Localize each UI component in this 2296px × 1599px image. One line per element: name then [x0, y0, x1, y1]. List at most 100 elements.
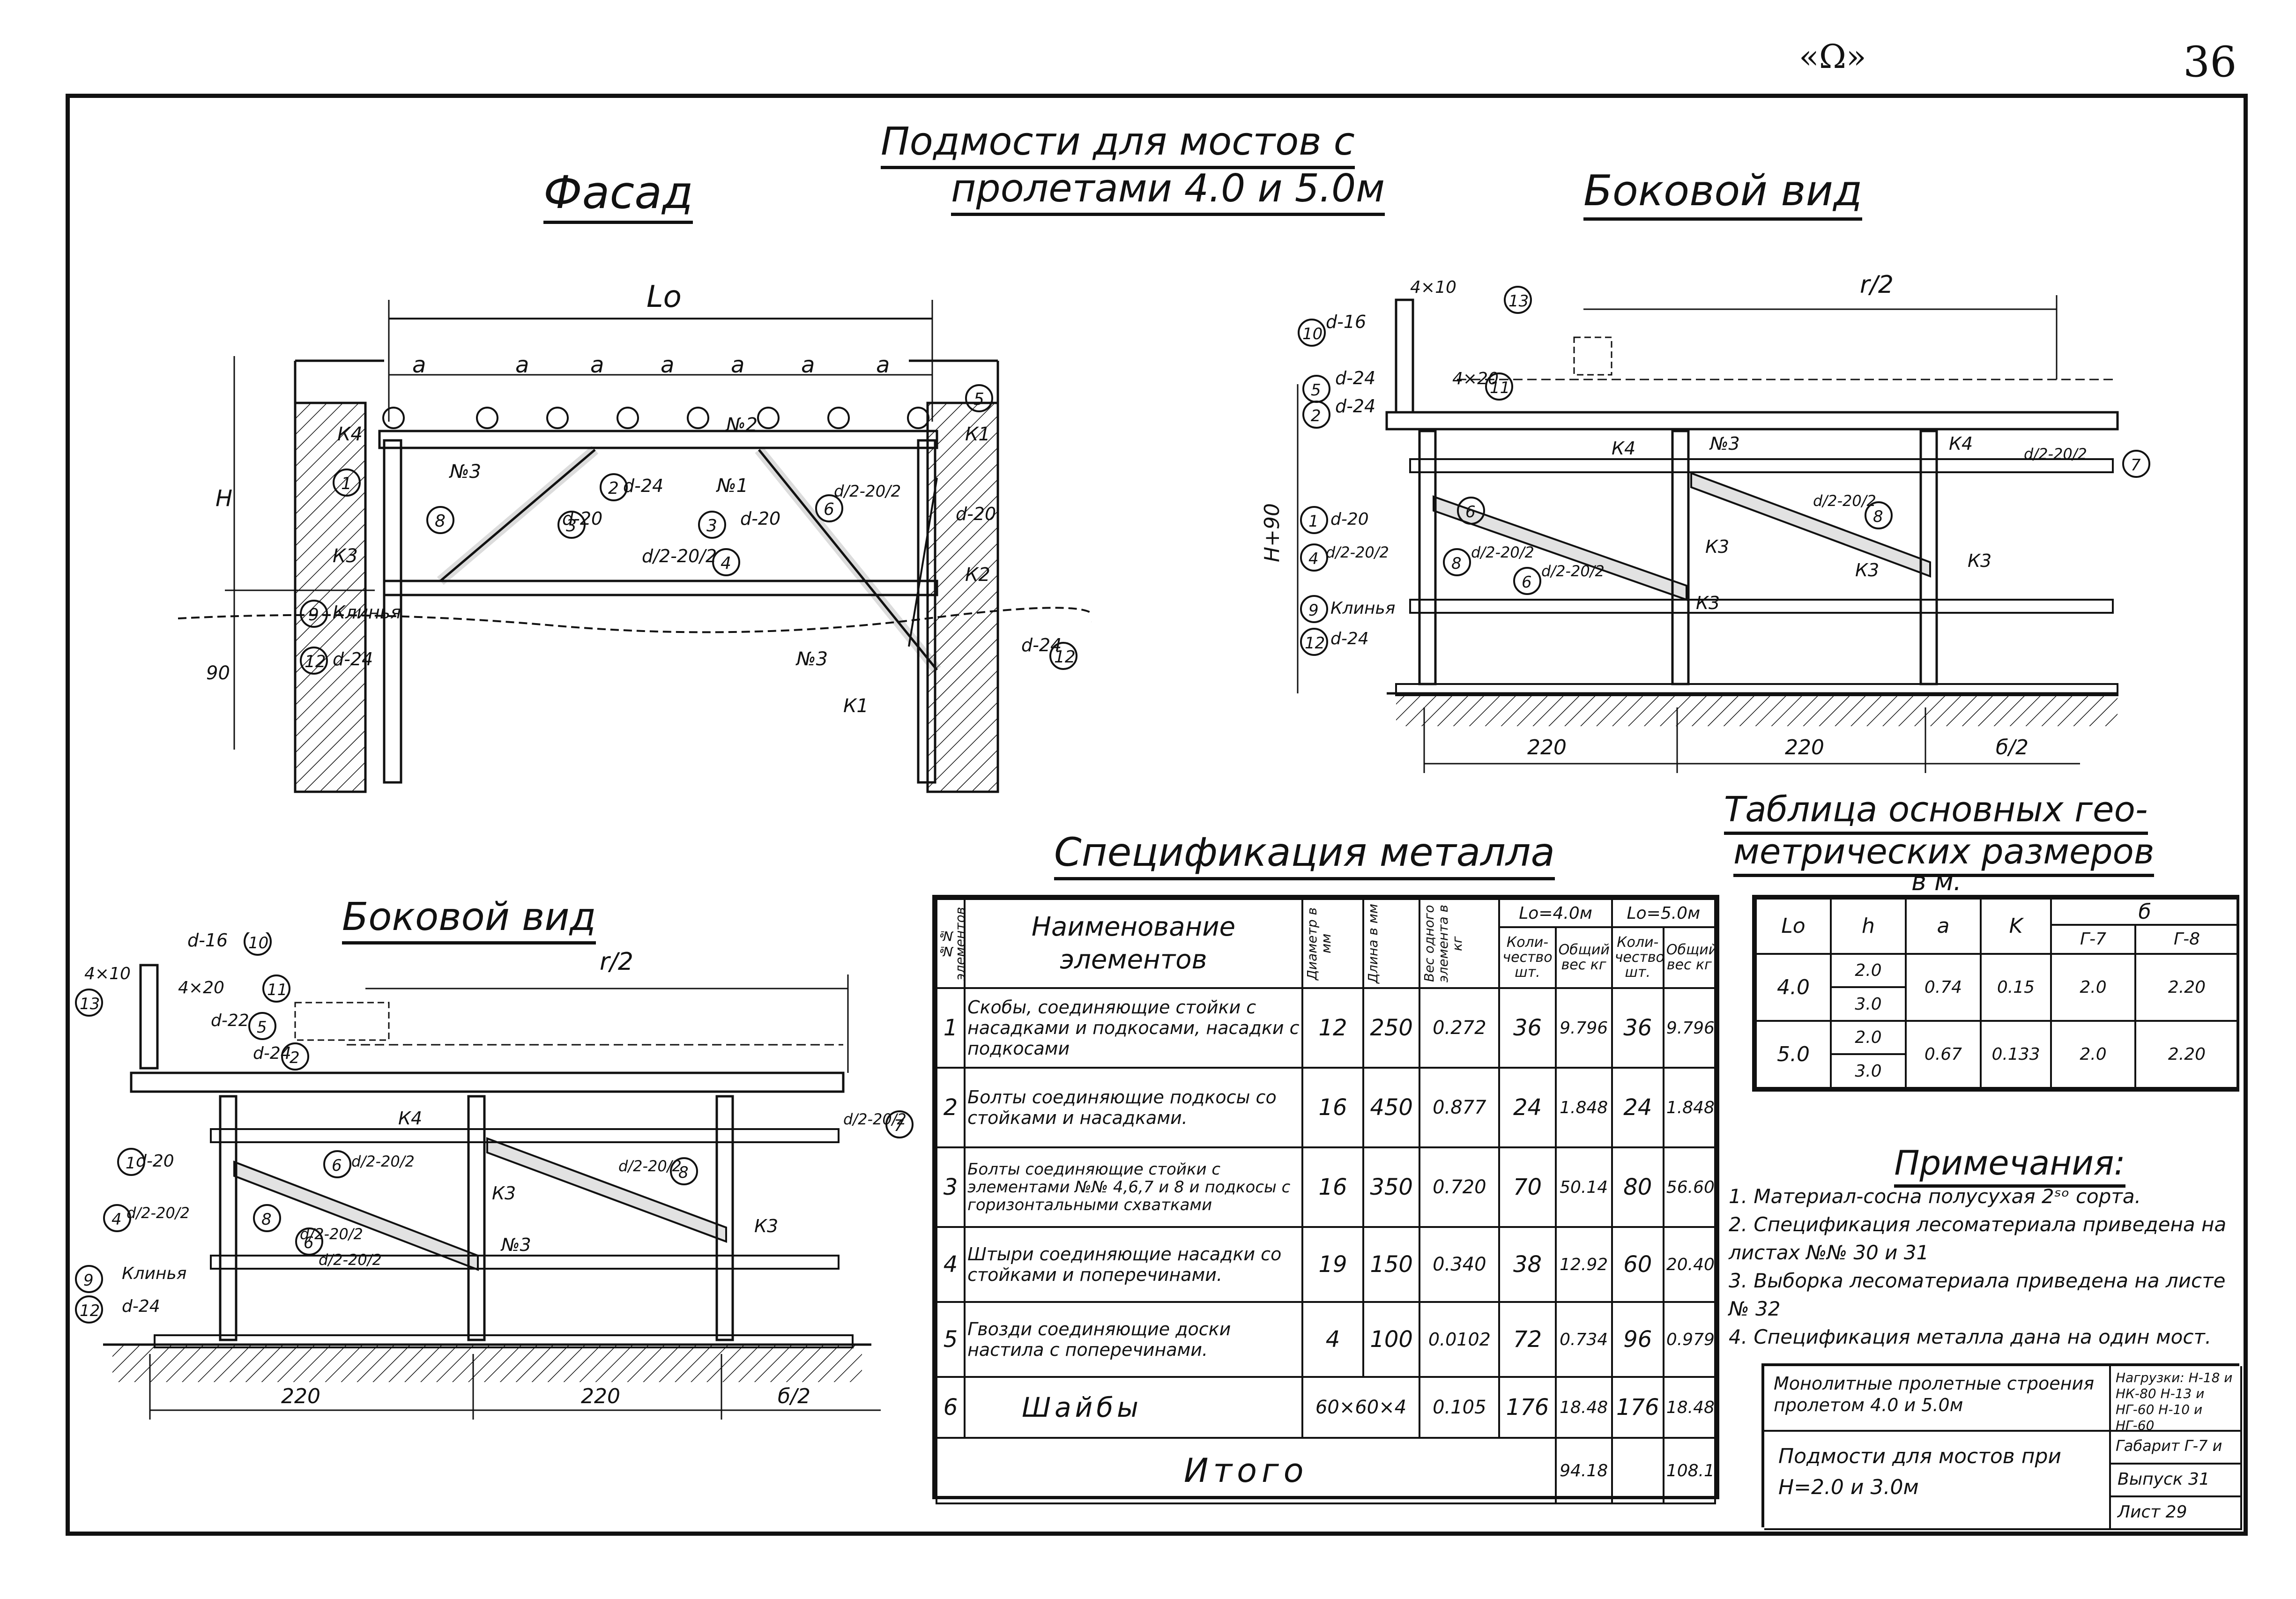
side-top-callout-12: 12 — [1305, 634, 1325, 653]
side-top-callout-6b: 6 — [1465, 503, 1476, 521]
facade-callout-3: 3 — [566, 516, 577, 535]
table-row: 4 Штыри соединяющие насадки со стойками … — [935, 1226, 1716, 1303]
spec-header-qty2: Коли-чество шт. — [1611, 926, 1664, 989]
spec-cell-t1: 0.734 — [1554, 1301, 1613, 1378]
spec-cell-n: 6 — [935, 1376, 966, 1439]
side-top-callout-5: 5 — [1311, 381, 1321, 400]
facade-n3b-label: №3 — [795, 648, 828, 670]
spec-cell-t1: 1.848 — [1554, 1067, 1613, 1148]
geo-cell-lo: 4.0 — [1755, 952, 1832, 1022]
spec-cell-t2: 20.40 — [1662, 1226, 1716, 1303]
facade-90-label: 90 — [206, 662, 230, 684]
facade-k4-label: К4 — [337, 424, 363, 445]
spec-cell-q2: 176 — [1611, 1376, 1664, 1439]
facade-k1-label: К1 — [965, 424, 990, 445]
spec-cell-w: 0.720 — [1419, 1146, 1501, 1228]
facade-title: Фасад — [543, 166, 693, 224]
title-block: Монолитные пролетные строения пролетом 4… — [1761, 1363, 2242, 1530]
side-bottom-callout-11: 11 — [267, 981, 287, 999]
table-row: 5.0 2.0 0.67 0.133 2.0 2.20 — [1755, 1019, 2240, 1089]
sheet-title-line1: Подмости для мостов с — [881, 119, 1355, 169]
side-top-callout-10: 10 — [1302, 325, 1323, 343]
side-top-callout-8: 8 — [1451, 554, 1462, 573]
spec-cell-d: 60×60×4 — [1301, 1376, 1421, 1439]
geo-cell-a: 0.67 — [1905, 1019, 1982, 1089]
side-top-d2d: d/2-20/2 — [1813, 492, 1876, 510]
facade-a-label: a — [876, 352, 890, 378]
facade-callout-1: 1 — [341, 474, 352, 493]
spec-cell-q2: 96 — [1611, 1301, 1664, 1378]
spec-header-num: №№ элементов — [935, 898, 966, 989]
spec-header-total1: Общий вес кг — [1554, 926, 1613, 989]
spec-cell-q2: 36 — [1611, 987, 1664, 1069]
facade-drawing: Lo a a a a a a a H 90 Клинья d-24 К4 К3 … — [178, 281, 1092, 793]
geo-header-k: K — [1980, 898, 2052, 955]
side-view-bottom-title: Боковой вид — [342, 895, 596, 945]
spec-cell-n: 3 — [935, 1146, 966, 1228]
spec-cell-q1: 36 — [1498, 987, 1557, 1069]
side-bottom-callout-7: 7 — [894, 1116, 904, 1135]
facade-a-label: a — [515, 352, 529, 378]
side-top-callout-13: 13 — [1508, 292, 1529, 311]
spec-header-weight: Вес одного элемента в кг — [1419, 898, 1501, 989]
side-bottom-d24b: d-24 — [122, 1297, 160, 1316]
side-top-b2: б/2 — [1996, 736, 2029, 759]
side-bottom-callout-1: 1 — [126, 1154, 136, 1173]
side-bottom-callout-9: 9 — [83, 1271, 94, 1290]
side-top-220a: 220 — [1527, 736, 1567, 759]
facade-d2b-label: d/2-20/2 — [834, 482, 901, 501]
spec-cell-l: 100 — [1362, 1301, 1421, 1378]
side-bottom-220b: 220 — [581, 1384, 620, 1408]
geo-cell-k: 0.133 — [1980, 1019, 2052, 1089]
page-number: 36 — [2183, 37, 2237, 87]
facade-callout-3b: 3 — [706, 516, 717, 535]
drawing-frame — [66, 94, 2248, 1536]
side-bottom-callout-6: 6 — [332, 1156, 342, 1175]
facade-a-label: a — [412, 352, 426, 378]
spec-cell-t1: 50.14 — [1554, 1146, 1613, 1228]
geo-header-h: h — [1830, 898, 1907, 955]
side-top-4x20: 4×20 — [1452, 369, 1499, 388]
side-top-d20: d-20 — [1330, 510, 1369, 529]
spec-cell-w: 0.272 — [1419, 987, 1501, 1069]
geometry-table: Lo h a K б Г-7 Г-8 4.0 2.0 0.74 0.15 2.0… — [1752, 895, 2240, 1092]
table-row: 2 Болты соединяющие подкосы со стойками … — [935, 1067, 1716, 1148]
side-top-k3c: К3 — [1855, 560, 1879, 580]
side-top-d2a: d/2-20/2 — [1326, 543, 1389, 561]
side-top-d2e: d/2-20/2 — [2024, 445, 2087, 463]
side-bottom-callout-4: 4 — [111, 1210, 122, 1229]
spec-cell-t2: 56.60 — [1662, 1146, 1716, 1228]
table-row: 6 Шайбы 60×60×4 0.105 176 18.48 176 18.4… — [935, 1376, 1716, 1439]
side-top-d2c: d/2-20/2 — [1541, 562, 1605, 580]
spec-header-total2: Общий вес кг — [1662, 926, 1716, 989]
corner-mark: «Ω» — [1799, 37, 1866, 76]
spec-cell-t2: 1.848 — [1662, 1067, 1716, 1148]
side-top-220b: 220 — [1785, 736, 1824, 759]
side-top-callout-1: 1 — [1308, 512, 1319, 531]
side-view-bottom-drawing: r/2 220 220 б/2 d-16 d-22 d-24 4×20 4×10… — [75, 932, 914, 1420]
spec-cell-d: 12 — [1301, 987, 1365, 1069]
geo-title-line2: метрических размеров — [1733, 832, 2155, 877]
spec-cell-w: 0.105 — [1419, 1376, 1501, 1439]
facade-n1-label: №1 — [716, 475, 748, 497]
facade-callout-4: 4 — [721, 554, 731, 573]
spec-header-name: Наименование элементов — [964, 898, 1303, 989]
side-bottom-d2b: d/2-20/2 — [351, 1153, 415, 1170]
side-bottom-4x10: 4×10 — [84, 964, 131, 983]
side-bottom-callout-8b: 8 — [678, 1163, 689, 1182]
geo-cell-g7: 2.0 — [2050, 1019, 2136, 1089]
side-bottom-d2d: d/2-20/2 — [319, 1251, 382, 1269]
spec-cell-d: 16 — [1301, 1146, 1365, 1228]
spec-cell-t2: 18.48 — [1662, 1376, 1716, 1439]
spec-header-qty1: Коли-чество шт. — [1498, 926, 1557, 989]
spec-cell-w: 0.0102 — [1419, 1301, 1501, 1378]
spec-cell-w: 0.340 — [1419, 1226, 1501, 1303]
spec-cell-l: 150 — [1362, 1226, 1421, 1303]
geo-cell-g7: 2.0 — [2050, 952, 2136, 1022]
side-bottom-d2a: d/2-20/2 — [126, 1204, 190, 1222]
side-bottom-4x20: 4×20 — [178, 978, 224, 997]
side-top-h90: H+90 — [1260, 503, 1284, 562]
table-row: 5 Гвозди соединяющие доски настила с поп… — [935, 1301, 1716, 1378]
geo-cell-a: 0.74 — [1905, 952, 1982, 1022]
side-top-callout-8b: 8 — [1873, 507, 1883, 526]
